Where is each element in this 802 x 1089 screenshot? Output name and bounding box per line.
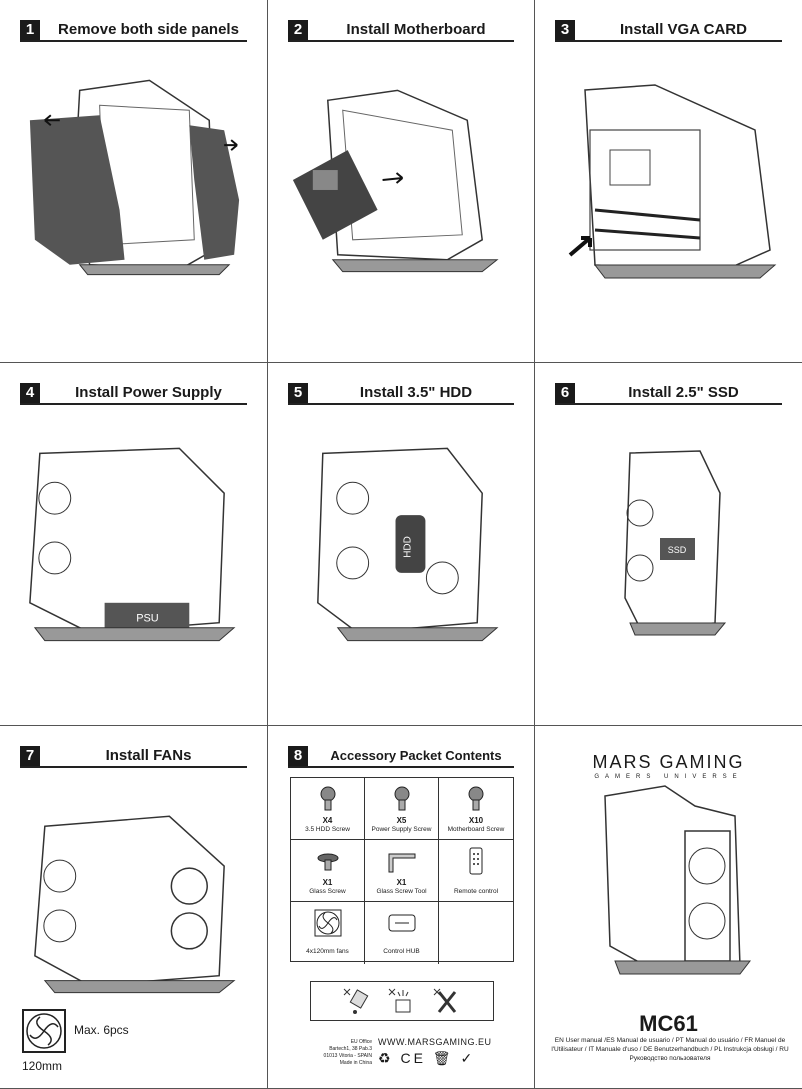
allen-key-icon xyxy=(388,853,416,873)
step-number: 7 xyxy=(20,746,40,766)
brand-logo: MARS GAMING xyxy=(592,752,745,772)
hdd-install-illustration: HDD xyxy=(268,423,534,673)
office-line: EU Office xyxy=(350,1039,372,1045)
accessory-glass-screw: X1 Glass Screw xyxy=(291,840,365,902)
step-title: Install FANs xyxy=(105,747,192,764)
psu-label: PSU xyxy=(136,613,159,625)
accessory-name: 3.5 HDD Screw xyxy=(305,826,350,833)
step-title: Install Motherboard xyxy=(346,21,486,38)
language-list: EN User manual /ES Manual de usuario / P… xyxy=(551,1037,789,1062)
fans-install-illustration xyxy=(0,786,267,1006)
step-title: Install Power Supply xyxy=(75,384,222,401)
step-title: Install VGA CARD xyxy=(620,21,747,38)
case-side-panels-illustration xyxy=(0,60,267,310)
fan-max-label: Max. 6pcs xyxy=(74,1023,129,1037)
step-number: 3 xyxy=(555,20,575,40)
step-title: Install 2.5" SSD xyxy=(628,384,739,401)
accessory-mb-screw: X10 Motherboard Screw xyxy=(439,778,513,840)
accessory-qty: X1 xyxy=(396,878,407,887)
accessory-name: Glass Screw Tool xyxy=(376,888,427,895)
step-header: 4 Install Power Supply xyxy=(20,383,247,405)
fan-icon xyxy=(22,1009,66,1053)
screw-icon xyxy=(320,786,336,811)
case-front-illustration xyxy=(535,756,802,996)
ce-mark: CE xyxy=(400,1050,426,1066)
step-6-panel: 6 Install 2.5" SSD SSD xyxy=(535,363,802,726)
certification-marks: ♻ CE 🗑 ✓ xyxy=(378,1050,475,1067)
step-2-panel: 2 Install Motherboard xyxy=(268,0,535,363)
weee-icon: 🗑 xyxy=(432,1050,454,1066)
office-line: Made in China xyxy=(339,1060,372,1066)
hub-icon xyxy=(388,914,416,932)
accessory-glass-tool: X1 Glass Screw Tool xyxy=(365,840,439,902)
step-8-panel: 8 Accessory Packet Contents xyxy=(268,726,535,1089)
fan-icon xyxy=(314,909,342,937)
office-address: EU Office Bartech1, 38 Pab.3 01013 Vitor… xyxy=(310,1039,372,1067)
recycle-icon: ♻ xyxy=(378,1050,394,1066)
fan-note: Max. 6pcs 120mm xyxy=(22,1009,129,1073)
step-title: Remove both side panels xyxy=(58,21,239,38)
psu-install-illustration: PSU xyxy=(0,423,267,673)
step-header: 6 Install 2.5" SSD xyxy=(555,383,782,405)
thumb-screw-icon xyxy=(317,853,339,871)
no-shock-icon xyxy=(388,988,411,1013)
step-header: 1 Remove both side panels xyxy=(20,20,247,42)
brand-tagline: GAMERS UNIVERSE xyxy=(594,774,743,780)
hdd-label: HDD xyxy=(402,536,413,558)
step-title: Accessory Packet Contents xyxy=(330,748,502,763)
accessory-qty: X1 xyxy=(322,878,333,887)
vga-card-install-illustration xyxy=(535,60,802,310)
no-liquid-icon xyxy=(343,988,369,1014)
ssd-label: SSD xyxy=(668,545,687,555)
accessory-name: Remote control xyxy=(453,888,499,895)
step-1-panel: 1 Remove both side panels xyxy=(0,0,268,363)
step-header: 5 Install 3.5" HDD xyxy=(288,383,514,405)
step-7-panel: 7 Install FANs Max. 6pcs 120mm xyxy=(0,726,268,1089)
step-number: 8 xyxy=(288,746,308,766)
accessory-psu-screw: X5 Power Supply Screw xyxy=(365,778,439,840)
accessory-name: Glass Screw xyxy=(309,888,346,895)
model-name: MC61 xyxy=(639,1011,698,1036)
accessory-name: Control HUB xyxy=(383,948,420,955)
accessory-qty: X4 xyxy=(322,816,333,825)
step-number: 2 xyxy=(288,20,308,40)
step-title: Install 3.5" HDD xyxy=(359,384,473,401)
step-header: 3 Install VGA CARD xyxy=(555,20,782,42)
step-number: 5 xyxy=(288,383,308,403)
step-header: 8 Accessory Packet Contents xyxy=(288,746,514,768)
step-4-panel: 4 Install Power Supply PSU xyxy=(0,363,268,726)
website-text: WWW.MARSGAMING.EU xyxy=(378,1037,492,1047)
accessory-qty: X10 xyxy=(468,816,484,825)
accessory-hdd-screw: X4 3.5 HDD Screw xyxy=(291,778,365,840)
step-number: 1 xyxy=(20,20,40,40)
accessory-qty: X5 xyxy=(396,816,407,825)
step-3-panel: 3 Install VGA CARD xyxy=(535,0,802,363)
accessory-hub: Control HUB xyxy=(365,902,439,964)
step-number: 4 xyxy=(20,383,40,403)
remote-icon xyxy=(469,847,483,875)
accessory-name: 4x120mm fans xyxy=(306,948,349,955)
no-tools-icon xyxy=(433,988,457,1013)
accessory-fans: 4x120mm fans xyxy=(291,902,365,964)
warning-box xyxy=(310,981,494,1021)
accessory-name: Motherboard Screw xyxy=(447,826,505,833)
ssd-install-illustration: SSD xyxy=(535,423,802,673)
fan-size-label: 120mm xyxy=(22,1059,63,1073)
screw-icon xyxy=(468,786,484,811)
accessory-remote: Remote control xyxy=(439,840,513,902)
step-header: 2 Install Motherboard xyxy=(288,20,514,42)
motherboard-install-illustration xyxy=(268,60,534,310)
accessory-table: X4 3.5 HDD Screw X5 Power Supply Screw X… xyxy=(290,777,514,964)
accessory-name: Power Supply Screw xyxy=(371,826,432,833)
office-line: Bartech1, 38 Pab.3 xyxy=(329,1046,372,1052)
check-icon: ✓ xyxy=(460,1050,476,1066)
office-line: 01013 Vitoria - SPAIN xyxy=(323,1053,372,1059)
step-5-panel: 5 Install 3.5" HDD HDD xyxy=(268,363,535,726)
step-header: 7 Install FANs xyxy=(20,746,247,768)
step-number: 6 xyxy=(555,383,575,403)
screw-icon xyxy=(394,786,410,811)
